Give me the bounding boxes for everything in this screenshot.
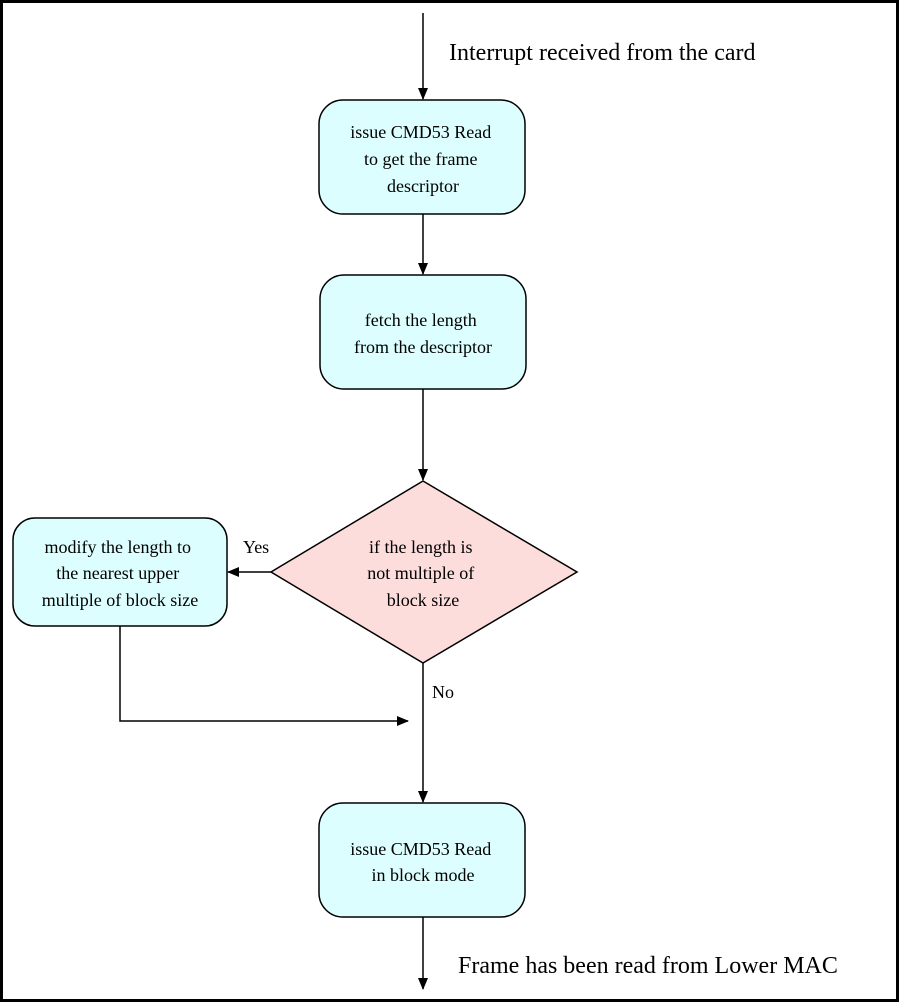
read-descriptor-box: [318, 99, 526, 215]
check-length-line-3: block size: [387, 590, 459, 610]
check-length-line-2: not multiple of: [367, 563, 474, 583]
end-caption: Frame has been read from Lower MAC: [458, 953, 838, 979]
svg-text:issue CMD53 Read in bloc: issue CMD53 Read in block mode: [350, 839, 496, 885]
node-fetch-length: fetch the length from the descriptor: [319, 274, 527, 390]
read-block-line-1: issue CMD53 Read: [350, 839, 491, 859]
edge-modify-return: [119, 626, 409, 726]
modify-length-line-3: multiple of block size: [42, 590, 198, 610]
no-label: No: [432, 682, 454, 702]
node-read-block: issue CMD53 Read in block mode: [318, 802, 526, 918]
fetch-length-line-2: from the descriptor: [354, 337, 492, 357]
modify-length-line-2: the nearest upper: [56, 563, 179, 583]
svg-text:if the length is not mul: if the length is not multiple of block s…: [367, 537, 479, 610]
fetch-length-line-1: fetch the length: [365, 310, 477, 330]
check-length-diamond: [269, 480, 579, 664]
svg-text:modify the length to the: modify the length to the nearest upper m…: [42, 537, 198, 610]
start-caption: Interrupt received from the card: [449, 40, 756, 66]
read-descriptor-line-1: issue CMD53 Read: [350, 122, 491, 142]
svg-text:issue CMD53 Read to get: issue CMD53 Read to get the frame descri…: [350, 122, 496, 196]
check-length-line-1: if the length is: [369, 537, 472, 557]
yes-label: Yes: [243, 537, 269, 557]
read-block-line-2: in block mode: [372, 865, 475, 885]
read-descriptor-line-2: to get the frame: [364, 149, 477, 169]
node-modify-length: modify the length to the nearest upper m…: [12, 517, 228, 627]
svg-text:fetch the length from th: fetch the length from the descriptor: [354, 310, 492, 357]
read-block-box: [318, 802, 526, 918]
node-check-length: if the length is not multiple of block s…: [269, 480, 579, 664]
modify-length-box: [12, 517, 228, 627]
edges: [119, 13, 428, 990]
read-descriptor-line-3: descriptor: [387, 176, 459, 196]
fetch-length-box: [319, 274, 527, 390]
modify-length-line-1: modify the length to: [45, 537, 191, 557]
node-read-descriptor: issue CMD53 Read to get the frame descri…: [318, 99, 526, 215]
